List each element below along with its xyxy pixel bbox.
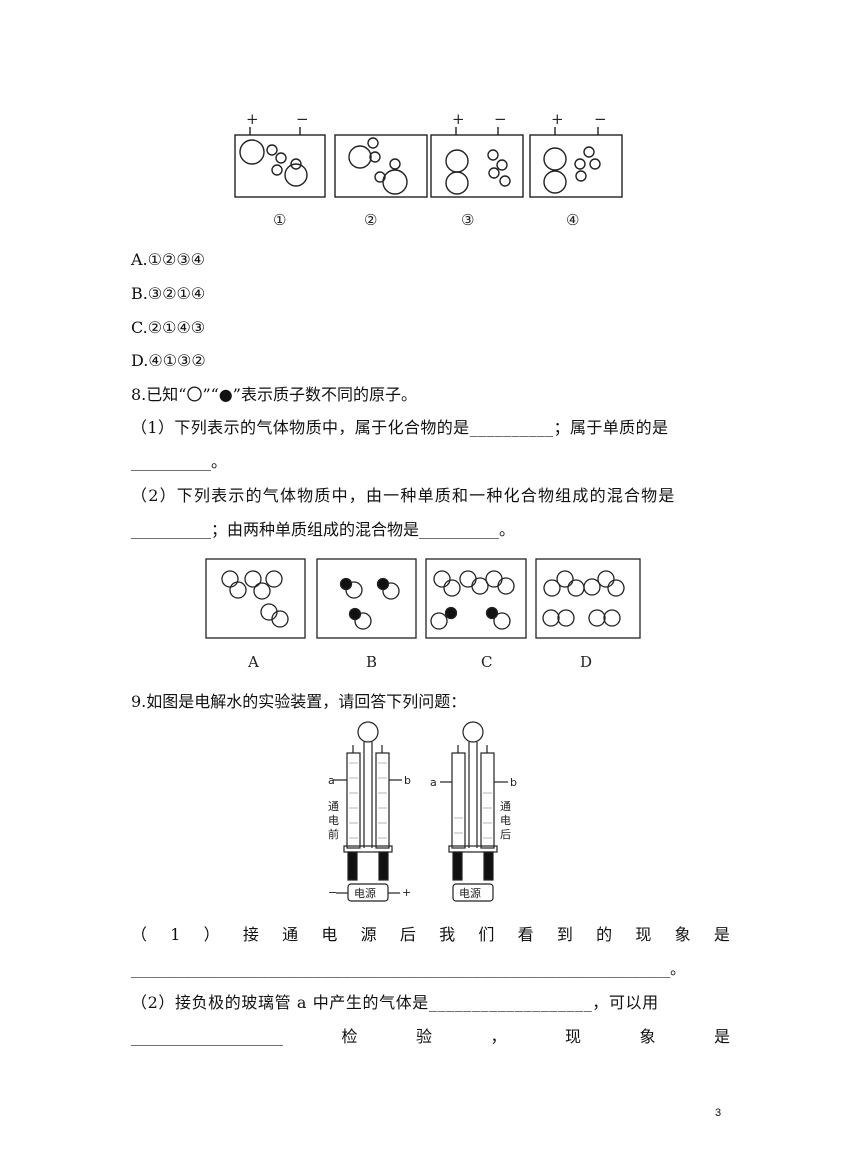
- right-side-1: 通: [500, 800, 511, 813]
- q9-p1-char: 看: [517, 925, 534, 944]
- negative-sign: −: [328, 886, 337, 899]
- q9-p1-char: 象: [674, 925, 691, 944]
- q9-stem: 9.如图是电解水的实验装置，请回答下列问题：: [131, 692, 467, 711]
- q8-part2-line1: （2）下列表示的气体物质中，由一种单质和一种化合物组成的混合物是: [131, 486, 676, 505]
- figure-molecule-boxes: A B C D: [205, 558, 641, 671]
- right-label-a: a: [430, 776, 437, 789]
- label-2: ②: [364, 211, 377, 229]
- q8-part1-line2-text: __________。: [131, 452, 228, 471]
- q9-p2-char: 是: [713, 1027, 730, 1046]
- box-d: [535, 558, 641, 639]
- left-label-a: a: [328, 774, 335, 787]
- figure-electrolysis-boxes: + − + − + − ① ② ③ ④: [234, 110, 623, 229]
- minus-sign-3: −: [494, 110, 507, 128]
- option-a: A.①②③④: [131, 250, 206, 269]
- minus-sign-4: −: [594, 110, 607, 128]
- q9-p2-char: 验: [415, 1027, 432, 1046]
- q9-p2-blank: ___________________: [131, 1027, 283, 1046]
- q9-part2-line2: ___________________ 检 验 ， 现 象 是: [131, 1027, 730, 1047]
- option-c: C.②①④③: [131, 318, 206, 337]
- q9-p2-char: 象: [639, 1027, 656, 1046]
- option-d: D.④①③②: [131, 351, 206, 370]
- q9-p1-char: 通: [282, 925, 299, 944]
- plus-sign-1: +: [246, 110, 259, 128]
- q9-part2-line1: （2）接负极的玻璃管 a 中产生的气体是___________________，…: [131, 993, 659, 1012]
- box-1: [234, 134, 326, 198]
- left-side-1: 通: [328, 800, 339, 813]
- label-1: ①: [273, 211, 286, 229]
- left-power-label: 电源: [354, 886, 376, 900]
- q9-p1-char: 源: [360, 925, 377, 944]
- right-power-label: 电源: [459, 886, 481, 900]
- q8-part1-line1: （1）下列表示的气体物质中，属于化合物的是__________；属于单质的是: [131, 418, 669, 437]
- plus-sign-3: +: [452, 110, 465, 128]
- box-2: [334, 134, 428, 198]
- q9-p1-char: 1: [170, 925, 181, 944]
- q9-p1-char: 是: [713, 925, 730, 944]
- minus-sign-1: −: [296, 110, 309, 128]
- label-4: ④: [566, 211, 579, 229]
- q9-p1-char: 到: [556, 925, 573, 944]
- q9-p1-char: ）: [203, 925, 220, 944]
- q9-p1-char: 现: [635, 925, 652, 944]
- box-c: [425, 558, 527, 639]
- q9-p1-char: 接: [242, 925, 259, 944]
- right-side-3: 后: [500, 828, 511, 841]
- q9-p1-char: 的: [596, 925, 613, 944]
- label-3: ③: [461, 211, 474, 229]
- right-side-2: 电: [500, 814, 511, 827]
- left-side-3: 前: [328, 827, 339, 841]
- q9-p2-char: 检: [341, 1027, 358, 1046]
- page-number: 3: [715, 1107, 722, 1119]
- option-b: B.③②①④: [131, 284, 206, 303]
- q8-part2-line2: __________；由两种单质组成的混合物是__________。: [131, 520, 516, 539]
- figure-electrolysis-apparatus: a b 通 电 前 电源 − + a b 通 电 后 电源: [328, 721, 517, 902]
- label-d: D: [580, 653, 592, 671]
- q9-p1-char: 后: [399, 925, 416, 944]
- q9-p1-char: （: [131, 925, 148, 944]
- q9-p2-char: ，: [490, 1027, 507, 1046]
- left-side-2: 电: [328, 814, 339, 827]
- positive-sign: +: [402, 886, 411, 899]
- box-a: [205, 558, 306, 639]
- q9-p1-char: 我: [439, 925, 456, 944]
- q9-part1-line2: ________________________________________…: [131, 960, 686, 978]
- box-b: [316, 558, 417, 639]
- q9-p1-char: 们: [478, 925, 495, 944]
- q9-p2-char: 现: [564, 1027, 581, 1046]
- q9-part1-line1: （ 1 ） 接 通 电 源 后 我 们 看 到 的 现 象 是: [131, 925, 730, 945]
- box-3: [430, 134, 524, 198]
- label-a: A: [247, 653, 259, 671]
- left-label-b: b: [404, 774, 411, 787]
- label-b: B: [366, 653, 377, 671]
- q9-p1-char: 电: [321, 925, 338, 944]
- q8-stem: 8.已知“〇”“●”表示质子数不同的原子。: [131, 385, 417, 404]
- plus-sign-4: +: [551, 110, 564, 128]
- box-4: [529, 134, 623, 198]
- label-c: C: [481, 653, 492, 671]
- right-label-b: b: [510, 776, 517, 789]
